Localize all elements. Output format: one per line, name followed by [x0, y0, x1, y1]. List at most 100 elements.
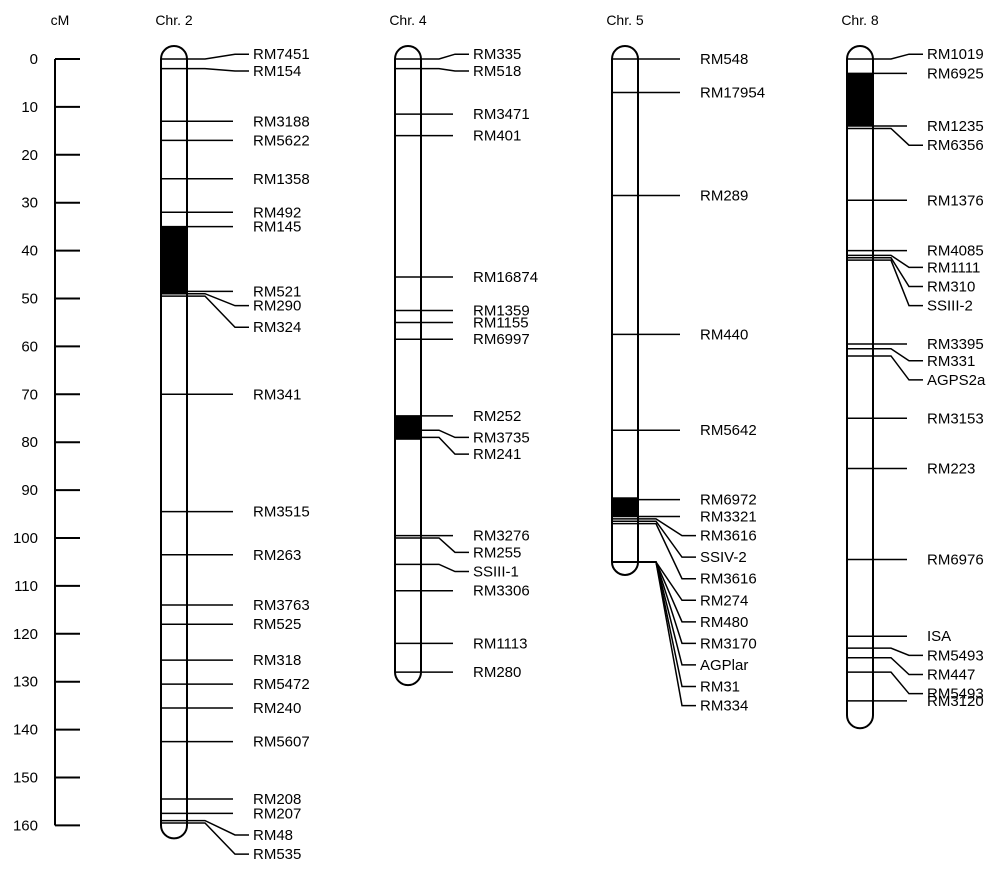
marker-label: RM3471: [473, 106, 530, 123]
marker-leader: [873, 53, 923, 60]
chromosome-title: Chr. 8: [841, 12, 879, 28]
marker-label: RM5472: [253, 676, 310, 693]
marker-leader: [421, 429, 469, 439]
marker-label: RM3616: [700, 528, 757, 545]
marker-label: RM263: [253, 547, 301, 564]
marker-label: RM310: [927, 279, 975, 296]
scale-unit-label: cM: [51, 12, 70, 28]
marker-label: RM255: [473, 544, 521, 561]
marker-label: RM1358: [253, 171, 310, 188]
marker-label: RM3306: [473, 583, 530, 600]
chromosome-title: Chr. 4: [389, 12, 427, 28]
chromosome-4: Chr. 8RM1019RM6925RM1235RM6356RM1376RM40…: [841, 12, 986, 730]
marker-label: RM7451: [253, 46, 310, 63]
marker-label: SSIV-2: [700, 549, 747, 566]
highlight-region: [395, 415, 421, 440]
marker-label: RM1113: [473, 635, 527, 652]
marker-label: AGPS2a: [927, 372, 986, 389]
scale-tick-label: 30: [21, 195, 38, 212]
marker-label: RM440: [700, 326, 748, 343]
marker-label: RM1111: [927, 259, 980, 276]
marker-leader: [421, 53, 469, 60]
marker-leader: [421, 563, 469, 573]
marker-label: RM1359: [473, 302, 530, 319]
marker-leader: [873, 259, 923, 307]
marker-label: RM5607: [253, 734, 310, 751]
highlight-region: [847, 73, 873, 127]
marker-label: RM17954: [700, 85, 765, 102]
marker-label: RM335: [473, 46, 521, 63]
marker-label: RM318: [253, 652, 301, 669]
marker-label: RM6976: [927, 552, 984, 569]
marker-label: RM4085: [927, 243, 984, 260]
marker-label: RM535: [253, 846, 301, 863]
marker-label: RM492: [253, 204, 301, 221]
marker-label: AGPlar: [700, 657, 748, 674]
marker-label: RM3276: [473, 528, 530, 545]
chromosome-bar: [611, 45, 639, 576]
marker-leader: [873, 254, 923, 269]
marker-label: RM518: [473, 63, 521, 80]
scale-tick-label: 0: [30, 51, 38, 68]
scale-tick-label: 50: [21, 291, 38, 308]
marker-label: RM548: [700, 51, 748, 68]
highlight-region: [161, 226, 187, 294]
scale-tick-label: 160: [13, 817, 38, 834]
marker-label: RM223: [927, 461, 975, 478]
marker-label: RM280: [473, 664, 521, 681]
marker-label: RM1155: [473, 314, 529, 331]
marker-label: RM3321: [700, 508, 757, 525]
cm-scale: cM 0102030405060708090100110120130140150…: [13, 12, 80, 834]
marker-label: RM331: [927, 353, 975, 370]
marker-label: RM290: [253, 298, 301, 315]
marker-label: RM3188: [253, 113, 310, 130]
marker-label: RM240: [253, 700, 301, 717]
marker-label: RM3120: [927, 693, 984, 710]
marker-leader: [873, 127, 923, 146]
marker-label: RM447: [927, 667, 975, 684]
chromosome-group: Chr. 2 RM7451RM154RM3188RM5622RM1358RM492…: [155, 12, 986, 863]
marker-label: RM401: [473, 128, 521, 145]
marker-label: RM145: [253, 219, 301, 236]
marker-leader: [638, 520, 696, 558]
marker-label: RM480: [700, 614, 748, 631]
chromosome-3: Chr. 5RM548RM17954RM289RM440RM5642RM6972…: [606, 12, 765, 715]
chromosome-title: Chr. 5: [606, 12, 644, 28]
marker-label: RM324: [253, 319, 301, 336]
marker-leader: [421, 436, 469, 455]
marker-leader: [421, 67, 469, 72]
marker-leader: [187, 292, 249, 307]
marker-label: RM3170: [700, 635, 757, 652]
scale-tick-label: 150: [13, 770, 38, 787]
marker-label: RM274: [700, 592, 748, 609]
marker-label: RM1019: [927, 46, 984, 63]
scale-tick-label: 110: [14, 578, 38, 595]
marker-leader: [638, 561, 696, 707]
marker-leader: [873, 257, 923, 288]
marker-label: RM241: [473, 446, 521, 463]
marker-label: RM3395: [927, 336, 984, 353]
marker-label: RM154: [253, 63, 301, 80]
scale-tick-label: 20: [21, 147, 38, 164]
marker-label: RM1376: [927, 192, 984, 209]
chromosome-2: Chr. 4 RM335RM518RM3471RM401RM16874RM1359…: [389, 12, 538, 687]
scale-tick-label: 100: [13, 530, 38, 547]
marker-label: RM525: [253, 616, 301, 633]
marker-label: RM341: [253, 386, 301, 403]
chromosome-bar: [846, 45, 874, 730]
chromosome-bar: [394, 45, 422, 687]
scale-tick-label: 120: [13, 626, 38, 643]
marker-label: RM5622: [253, 132, 310, 149]
marker-leader: [187, 822, 249, 855]
marker-leader: [873, 671, 923, 695]
marker-label: RM6925: [927, 65, 984, 82]
marker-label: RM207: [253, 805, 301, 822]
marker-label: RM16874: [473, 269, 538, 286]
chromosome-title: Chr. 2: [155, 12, 193, 28]
marker-label: SSIII-1: [473, 564, 519, 581]
marker-leader: [638, 518, 696, 537]
marker-label: RM48: [253, 827, 293, 844]
marker-label: RM3763: [253, 597, 310, 614]
scale-tick-label: 80: [21, 434, 38, 451]
marker-leader: [873, 348, 923, 362]
